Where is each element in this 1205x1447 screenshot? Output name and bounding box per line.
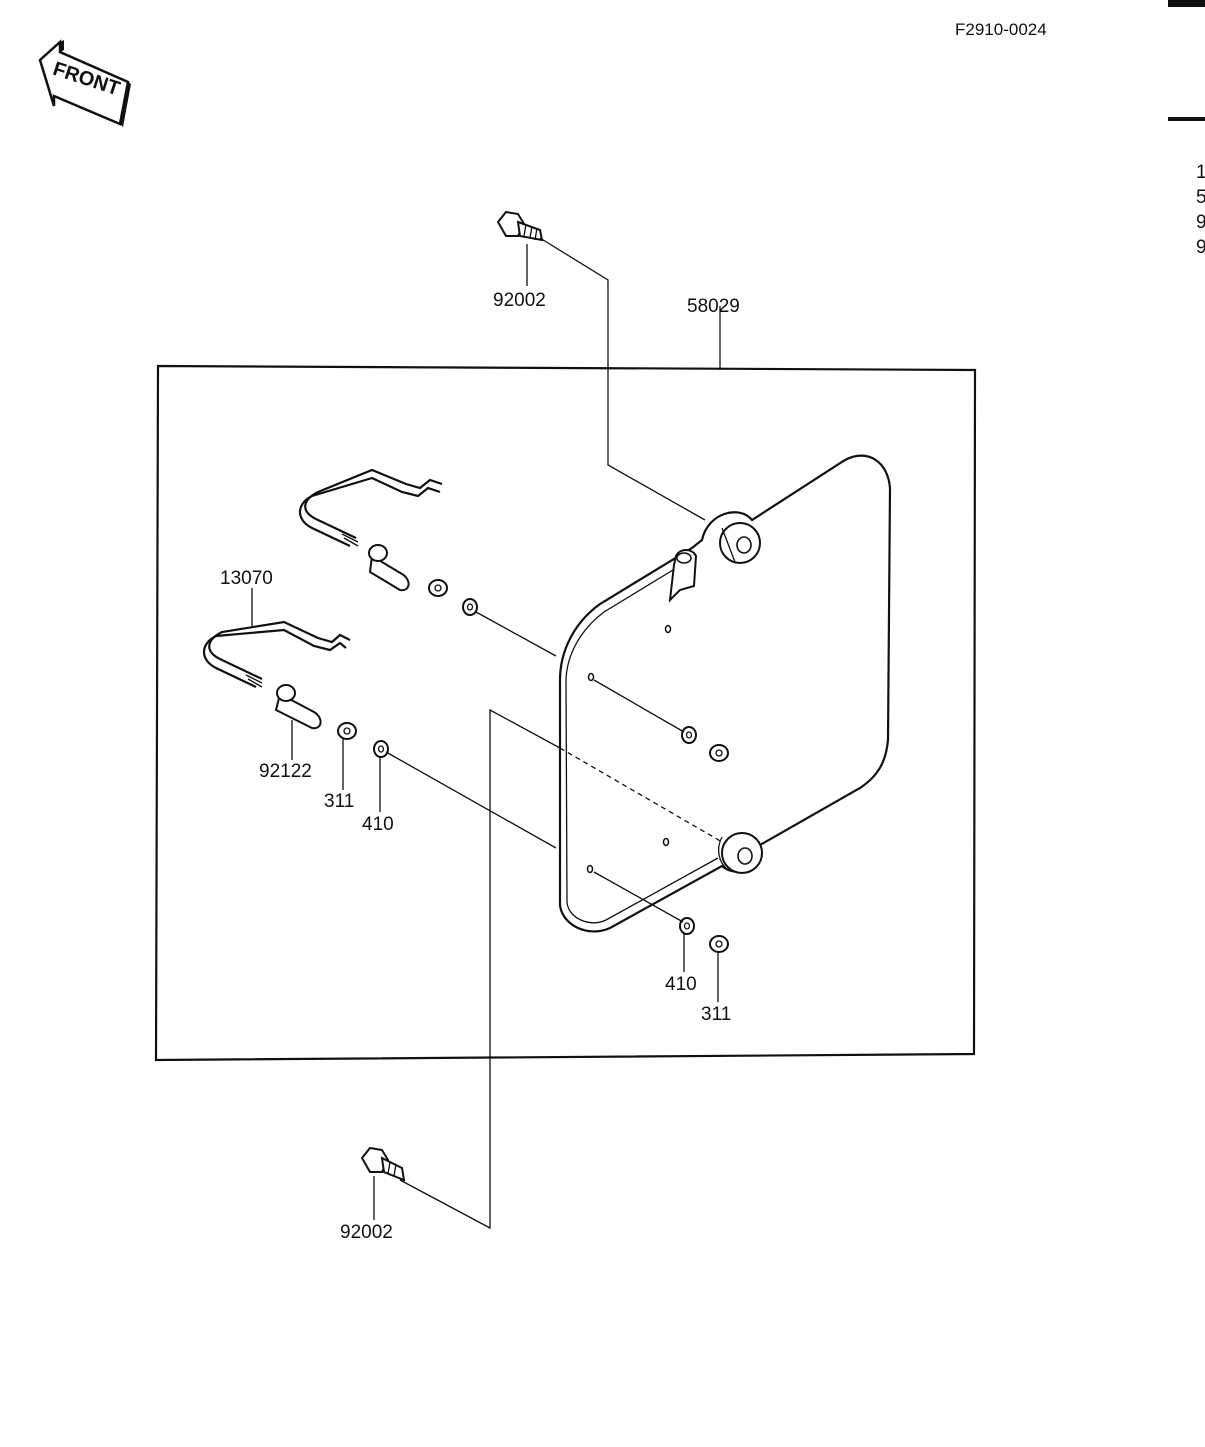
nut-upper-left: [428, 579, 448, 597]
label-collar: 92122: [259, 761, 312, 782]
collar-lower: [274, 684, 322, 730]
label-bolt-bottom: 92002: [340, 1222, 393, 1243]
label-stay: 13070: [220, 568, 273, 589]
assembly-frame: [154, 364, 977, 1062]
figure-code: F2910-0024: [955, 20, 1047, 39]
edge-bar-top: [1168, 0, 1205, 7]
label-washer-left: 410: [362, 814, 394, 835]
washer-lower-left: [373, 740, 389, 758]
label-nut-right: 311: [701, 1004, 731, 1025]
edge-mark-3: 9: [1196, 212, 1205, 233]
edge-mark-1: 1: [1196, 162, 1205, 183]
edge-bar-mid: [1168, 117, 1205, 121]
bolt-bottom: [360, 1146, 406, 1182]
stay-lower: [202, 620, 351, 688]
washer-lower-right: [679, 917, 695, 935]
bolt-top: [496, 210, 544, 242]
label-washer-right: 410: [665, 974, 697, 995]
collar-upper: [368, 544, 410, 592]
edge-mark-2: 5: [1196, 187, 1205, 208]
nut-mid-right: [709, 744, 729, 762]
assembly-lines: [251, 237, 723, 1230]
front-arrow-icon: FRONT: [38, 39, 131, 127]
nut-lower-left: [337, 722, 357, 740]
stay-upper: [298, 468, 443, 547]
label-bracket-assy: 58029: [687, 296, 740, 317]
edge-mark-4: 9: [1196, 237, 1205, 258]
washer-mid-right: [681, 726, 697, 744]
label-bolt-top: 92002: [493, 290, 546, 311]
washer-upper-left: [462, 598, 478, 616]
mounting-plate: [558, 454, 892, 933]
nut-lower-right: [709, 935, 729, 953]
label-nut-left: 311: [324, 791, 354, 812]
